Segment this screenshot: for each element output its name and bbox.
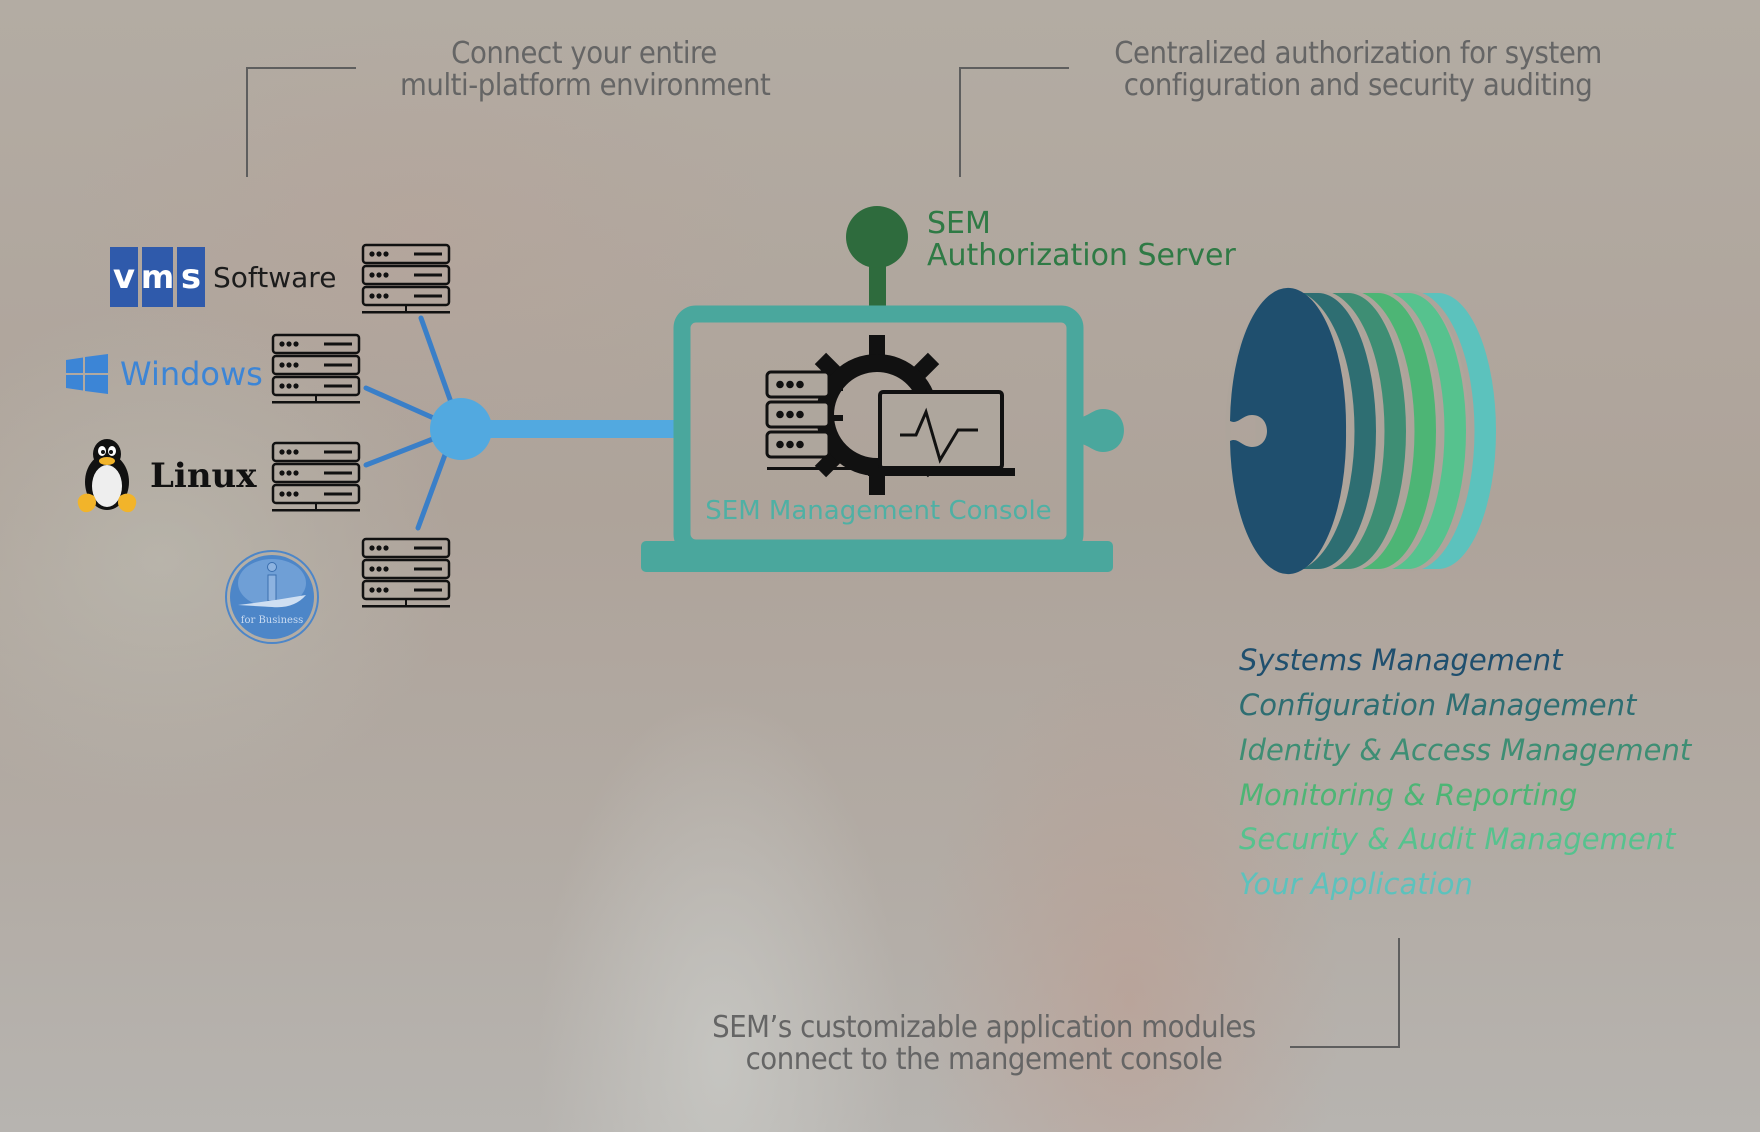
- server-icon-windows: [270, 333, 362, 405]
- modules-bracket-vertical: [1398, 938, 1400, 1048]
- auth-server-label-line1: SEM: [927, 206, 991, 241]
- module-item: Monitoring & Reporting: [1239, 778, 1578, 812]
- module-disk-layer: [1322, 293, 1406, 569]
- server-icon-vms: [360, 243, 452, 315]
- module-disk-layer: [1412, 293, 1496, 569]
- modules-caption-line1: SEM’s customizable application modules: [712, 1010, 1256, 1045]
- platforms-bracket-vertical: [246, 67, 248, 177]
- authorization-bracket-horizontal: [959, 67, 1069, 69]
- vms-logo-v: v: [110, 247, 138, 307]
- authorization-caption: Centralized authorization for system con…: [1110, 38, 1607, 102]
- module-disk-layer: [1382, 293, 1466, 569]
- console-puzzle-knob: [1075, 409, 1124, 452]
- windows-logo-icon: [66, 354, 108, 394]
- linux-label: Linux: [150, 456, 257, 496]
- console-laptop: [641, 305, 1124, 572]
- module-disk-gap: [1345, 290, 1475, 572]
- module-item: Your Application: [1239, 867, 1473, 901]
- platforms-caption-line2: multi-platform environment: [400, 68, 771, 103]
- console-base: [641, 541, 1113, 572]
- platform-windows: Windows: [66, 354, 263, 394]
- ibm-i-logo-icon: for Business: [225, 550, 319, 644]
- hub-spokes: [363, 315, 455, 531]
- console-server-icon: [765, 370, 867, 470]
- module-list: Systems Management Configuration Managem…: [1239, 643, 1691, 901]
- spoke-linux: [363, 434, 441, 468]
- authorization-caption-line1: Centralized authorization for system: [1114, 36, 1602, 71]
- platform-linux: Linux: [74, 438, 257, 514]
- module-item: Configuration Management: [1239, 688, 1637, 722]
- platforms-caption: Connect your entire multi-platform envir…: [400, 36, 771, 103]
- modules-bracket-horizontal: [1290, 1046, 1400, 1048]
- module-disk-layer: [1352, 293, 1436, 569]
- auth-server-node: [846, 206, 908, 268]
- vms-logo-s: s: [177, 247, 205, 307]
- console-label: SEM Management Console: [705, 496, 1052, 526]
- platforms-bracket-horizontal: [246, 67, 356, 69]
- spoke-ibmi: [415, 449, 449, 531]
- authorization-caption-line2: configuration and security auditing: [1123, 68, 1593, 103]
- platform-vms-software: v m s Software: [110, 247, 336, 307]
- module-item: Systems Management: [1239, 643, 1563, 677]
- platform-ibm-i: for Business: [224, 549, 320, 645]
- modules-caption-line2: connect to the mangement console: [745, 1042, 1223, 1077]
- module-item: Identity & Access Management: [1239, 733, 1692, 767]
- authorization-bracket-vertical: [959, 67, 961, 177]
- module-disk-stack: [1225, 287, 1496, 575]
- vms-label: Software: [213, 260, 337, 294]
- vms-logo: v m s: [110, 247, 205, 307]
- windows-label: Windows: [120, 355, 263, 393]
- vms-logo-m: m: [141, 247, 174, 307]
- ibm-i-sub-label: for Business: [241, 615, 303, 626]
- auth-server-label: SEM Authorization Server: [927, 208, 1236, 272]
- server-icon-ibmi: [360, 537, 452, 609]
- hub-node: [430, 398, 492, 460]
- module-disk-layer: [1292, 293, 1376, 569]
- spoke-vms: [418, 315, 455, 408]
- spoke-windows: [363, 385, 441, 423]
- auth-server-label-line2: Authorization Server: [927, 238, 1236, 273]
- module-disk-gap: [1255, 290, 1385, 572]
- module-item: Security & Audit Management: [1239, 822, 1676, 856]
- module-disk-front: [1230, 287, 1347, 575]
- hub-connector-bar: [461, 420, 676, 438]
- auth-server-stem: [869, 255, 886, 307]
- server-icon-linux: [270, 441, 362, 513]
- platforms-caption-line1: Connect your entire: [451, 36, 717, 71]
- console-monitor-icon: [868, 390, 1015, 476]
- modules-caption: SEM’s customizable application modules c…: [690, 1012, 1279, 1076]
- tux-penguin-icon: [77, 439, 137, 513]
